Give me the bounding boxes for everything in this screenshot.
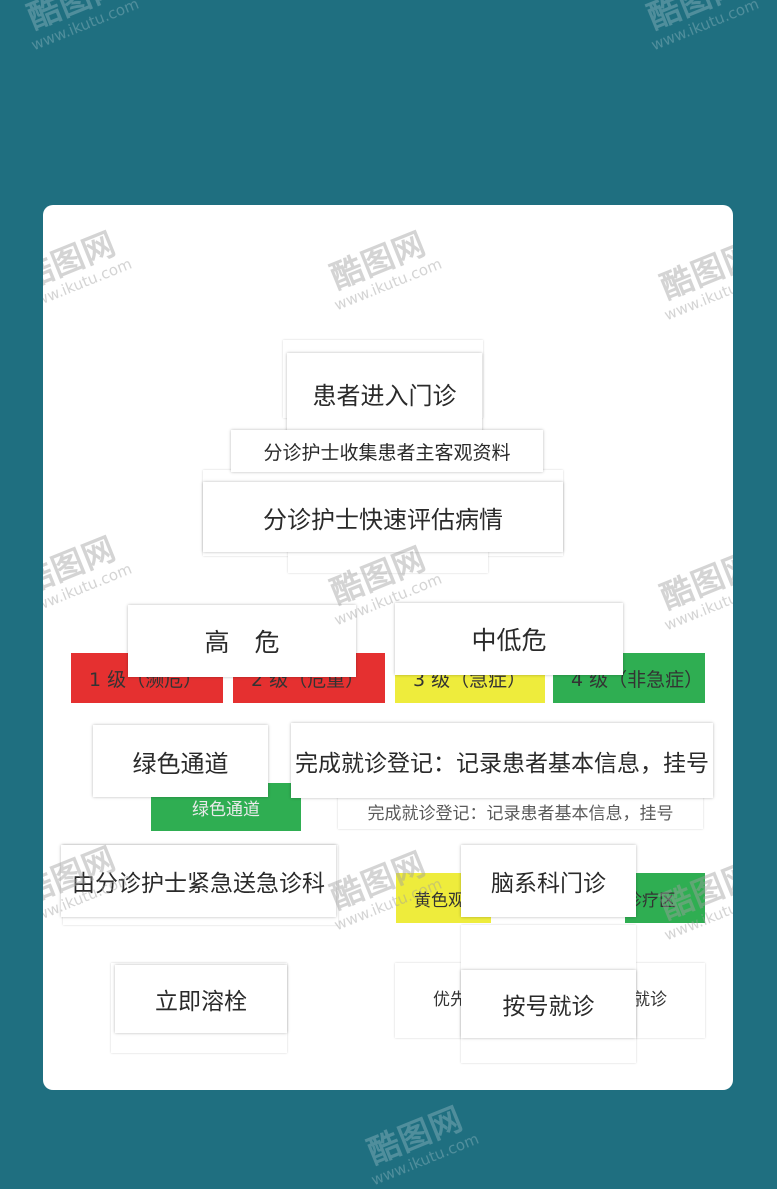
queue-label: 按号就诊 [502,994,595,1020]
watermark: 酷图网 www.ikutu.com [43,521,134,619]
watermark-url: www.ikutu.com [43,254,135,315]
neuro-box: 脑系科门诊 [461,845,636,917]
watermark-logo: 酷图网 [362,1099,469,1172]
mid-low-risk-box: 中低危 [395,603,623,675]
watermark-url: www.ikutu.com [661,574,733,635]
high-risk-box: 高 危 [128,605,356,677]
watermark-url: www.ikutu.com [28,0,142,55]
watermark-url: www.ikutu.com [331,254,445,315]
thrombolysis-label: 立即溶栓 [155,989,247,1015]
green-channel-box: 绿色通道 [93,725,268,797]
assess-box: 分诊护士快速评估病情 [203,482,563,552]
watermark: 酷图网 www.ikutu.com [646,226,733,324]
watermark-url: www.ikutu.com [648,0,762,55]
watermark-logo: 酷图网 [655,234,733,307]
watermark: 酷图网 www.ikutu.com [646,536,733,634]
high-risk-label: 高 危 [204,628,280,657]
watermark: 酷图网 www.ikutu.com [353,1091,481,1189]
watermark-url: www.ikutu.com [43,559,135,620]
collect-box: 分诊护士收集患者主客观资料 [231,430,543,472]
watermark: 酷图网 www.ikutu.com [13,0,141,54]
watermark: 酷图网 www.ikutu.com [43,216,134,314]
register-box: 完成就诊登记：记录患者基本信息，挂号 [291,723,713,798]
watermark-logo: 酷图网 [325,224,432,297]
queue-box: 按号就诊 [461,970,636,1038]
mid-low-risk-label: 中低危 [471,626,547,655]
green-channel-label: 绿色通道 [132,749,229,778]
register-small-box: 完成就诊登记：记录患者基本信息，挂号 [338,793,703,829]
thrombolysis-box: 立即溶栓 [115,965,287,1033]
register-label: 完成就诊登记：记录患者基本信息，挂号 [295,750,709,777]
flowchart-card: 1 级（濒危） 2 级（危重） 3 级（急症） 4 级（非急症） 绿色通道 完成… [43,205,733,1090]
watermark: 酷图网 www.ikutu.com [316,216,444,314]
start-box: 患者进入门诊 [287,353,482,433]
escort-box: 由分诊护士紧急送急诊科 [61,845,336,917]
neuro-label: 脑系科门诊 [491,871,606,897]
register-small-label: 完成就诊登记：记录患者基本信息，挂号 [367,803,674,824]
green-zone-label: 诊疗区 [625,890,676,911]
collect-label: 分诊护士收集患者主客观资料 [263,441,511,464]
watermark-logo: 酷图网 [642,0,749,37]
watermark-url: www.ikutu.com [661,264,733,325]
escort-label: 由分诊护士紧急送急诊科 [72,871,325,897]
watermark-logo: 酷图网 [22,0,129,37]
green-channel-small-label: 绿色通道 [192,799,260,820]
watermark-url: www.ikutu.com [368,1129,482,1189]
green-zone-bar: 诊疗区 [625,873,705,923]
watermark-logo: 酷图网 [43,529,122,602]
level-4-bar: 4 级（非急症） [553,653,705,703]
assess-label: 分诊护士快速评估病情 [263,505,503,534]
watermark-logo: 酷图网 [43,224,122,297]
start-label: 患者进入门诊 [312,381,457,410]
watermark: 酷图网 www.ikutu.com [633,0,761,54]
priority-right-label: 就诊 [633,990,667,1010]
priority-left-label: 优先 [433,990,467,1010]
yellow-zone-label: 黄色观 [414,890,465,911]
watermark-logo: 酷图网 [655,544,733,617]
